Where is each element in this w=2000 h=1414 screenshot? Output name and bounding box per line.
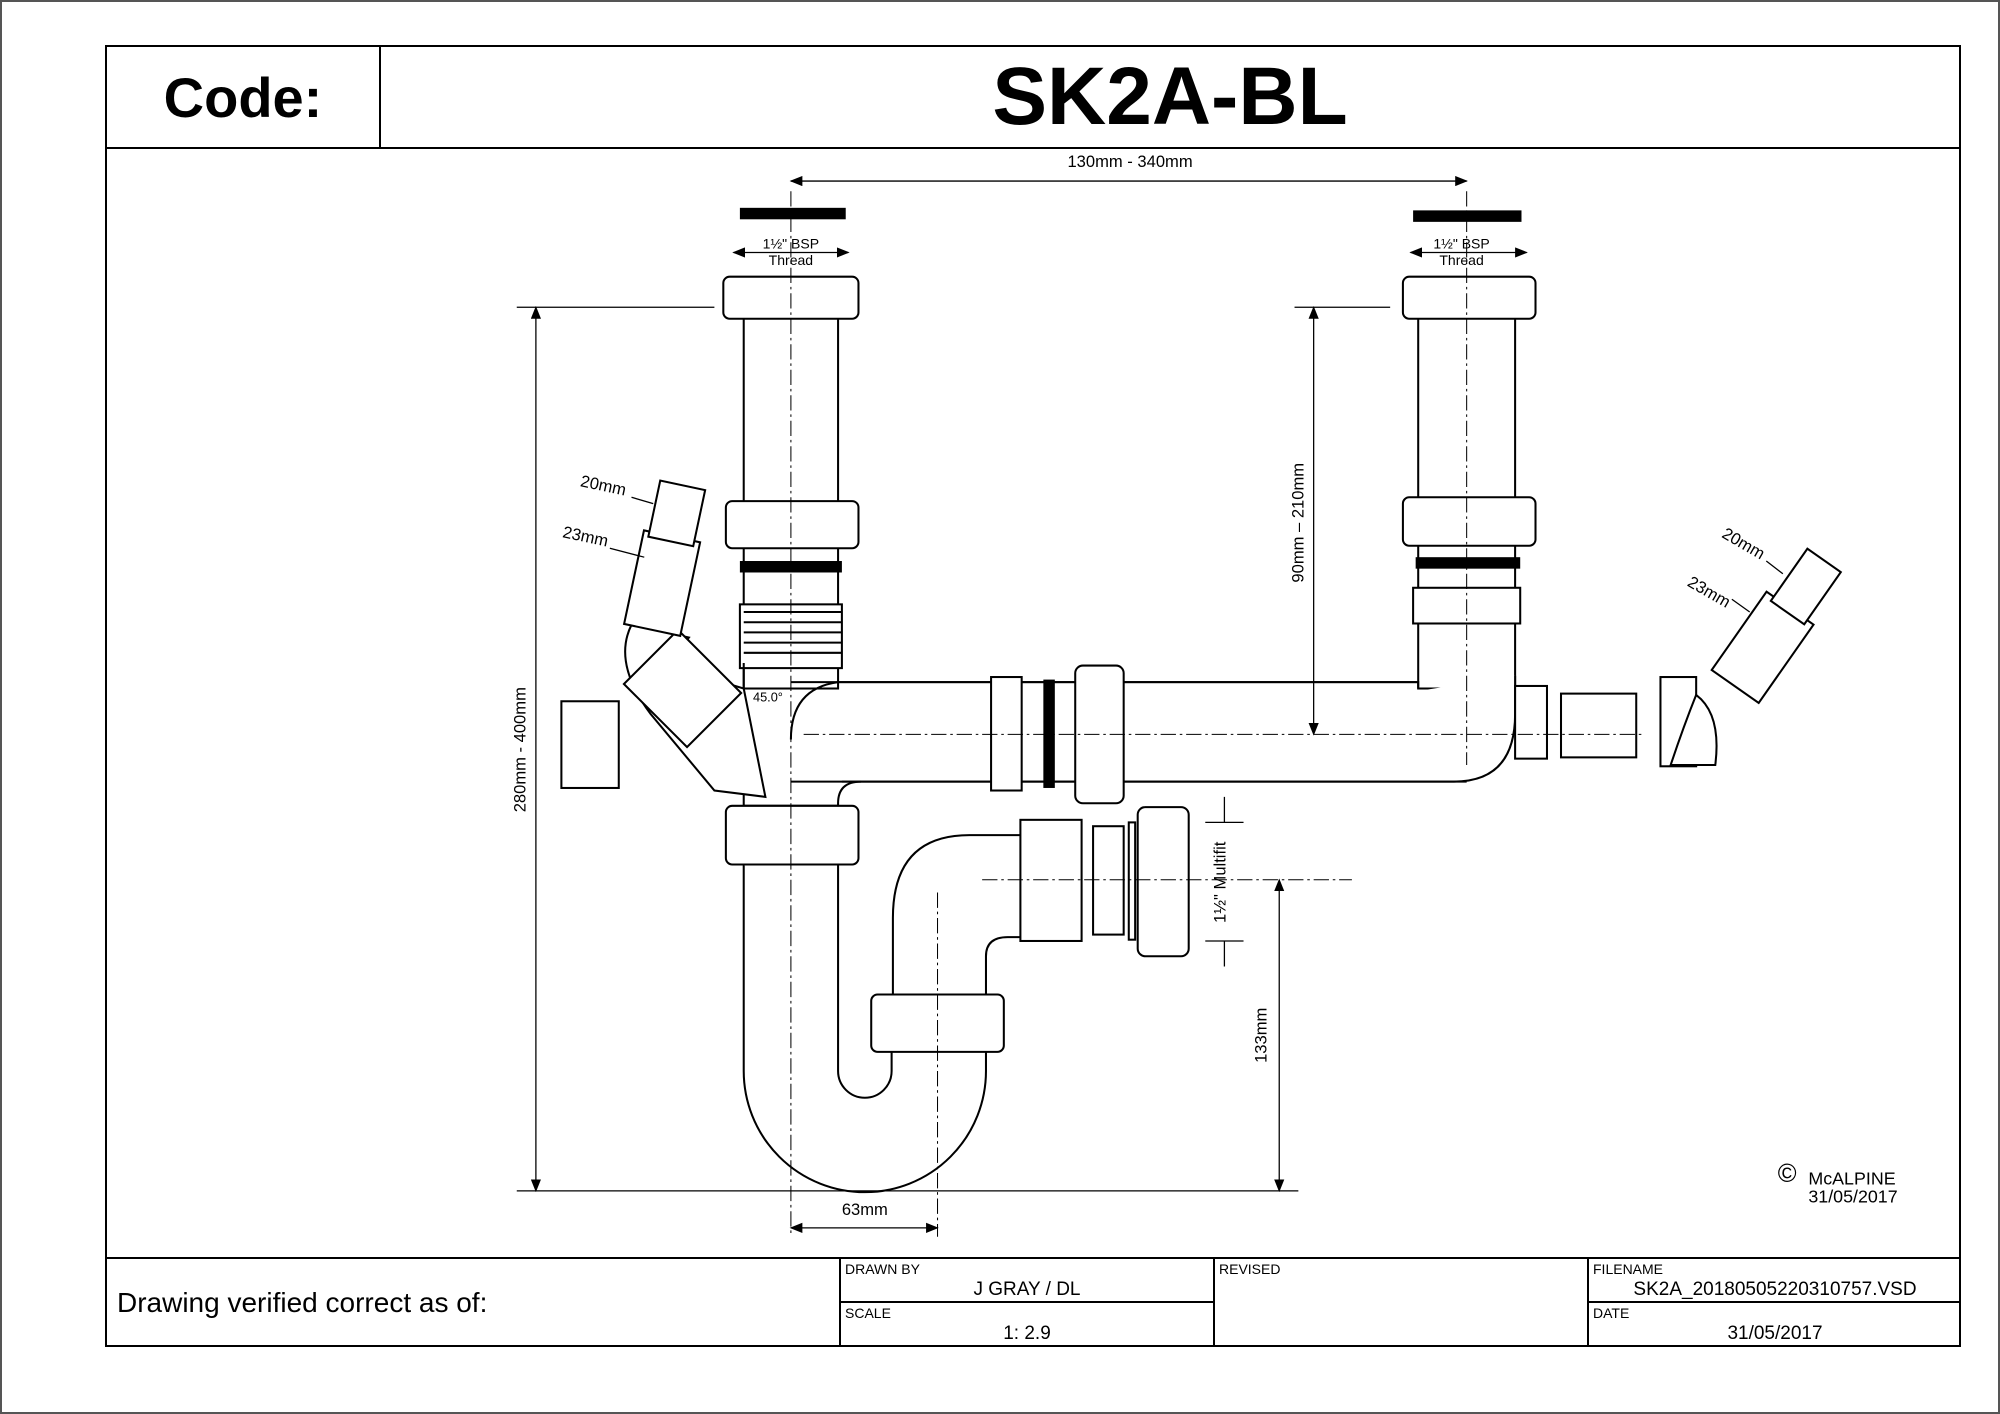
revised-label: REVISED bbox=[1219, 1261, 1281, 1277]
copyright-icon: © bbox=[1778, 1160, 1797, 1188]
blanking-cap bbox=[560, 700, 620, 789]
filename-cell: FILENAME SK2A_20180505220310757.VSD bbox=[1587, 1259, 1961, 1303]
bottle-trap-u-bend bbox=[742, 864, 987, 1194]
copyright-date: 31/05/2017 bbox=[1808, 1186, 1897, 1206]
outlet-nut bbox=[1136, 806, 1190, 958]
verified-label: Drawing verified correct as of: bbox=[117, 1287, 488, 1318]
right-inlet-pipe bbox=[1401, 275, 1537, 690]
filename-value: SK2A_20180505220310757.VSD bbox=[1633, 1279, 1917, 1300]
scale-label: SCALE bbox=[845, 1305, 891, 1321]
centre-lines bbox=[790, 191, 1646, 1237]
outlet-washer-thin bbox=[1127, 821, 1137, 941]
date-value: 31/05/2017 bbox=[1727, 1323, 1823, 1344]
lower-nut bbox=[724, 804, 860, 866]
outlet-thread bbox=[1019, 818, 1083, 942]
arm-thread bbox=[990, 676, 1023, 792]
copyright-company: McALPINE bbox=[1808, 1168, 1895, 1188]
outlet-washer bbox=[1092, 825, 1125, 936]
revised-cell: REVISED bbox=[1213, 1259, 1587, 1347]
code-label: Code: bbox=[107, 47, 381, 147]
overall-height-dimension: 280mm - 400mm bbox=[511, 687, 530, 812]
product-code: SK2A-BL bbox=[992, 51, 1348, 142]
drawing-frame: Code: SK2A-BL Drawing verified correct a… bbox=[105, 45, 1961, 1347]
outlet-elbow bbox=[891, 834, 1021, 995]
thread-label: 1½" BSP bbox=[763, 236, 819, 252]
trap-offset-dimension: 63mm bbox=[842, 1200, 888, 1219]
filename-label: FILENAME bbox=[1593, 1261, 1664, 1277]
date-cell: DATE 31/05/2017 bbox=[1587, 1303, 1961, 1347]
thread-label: Thread bbox=[769, 252, 813, 268]
right-outlet-cap bbox=[1559, 692, 1638, 759]
title-row: Code: SK2A-BL bbox=[107, 47, 1959, 149]
outlet-height-dimension: 133mm bbox=[1251, 1008, 1270, 1063]
scale-value: 1: 2.9 bbox=[1003, 1323, 1051, 1344]
drawn-by-label: DRAWN BY bbox=[845, 1261, 920, 1277]
thread-label: 1½" BSP bbox=[1433, 236, 1489, 252]
inlet-height-dimension: 90mm – 210mm bbox=[1288, 463, 1307, 583]
left-hose-spigot bbox=[622, 479, 767, 799]
black-washers bbox=[739, 207, 1522, 788]
drawn-by-cell: DRAWN BY J GRAY / DL bbox=[839, 1259, 1213, 1303]
right-outlet-thread bbox=[1514, 684, 1549, 760]
scale-cell: SCALE 1: 2.9 bbox=[839, 1303, 1213, 1347]
date-label: DATE bbox=[1593, 1305, 1630, 1321]
title-block: Drawing verified correct as of: DRAWN BY… bbox=[107, 1257, 1961, 1347]
drawn-by-value: J GRAY / DL bbox=[973, 1279, 1081, 1300]
thread-label: Thread bbox=[1439, 252, 1483, 268]
right-hose-spigot bbox=[1669, 547, 1843, 767]
dimension-lines bbox=[516, 175, 1784, 1233]
top-span-dimension: 130mm - 340mm bbox=[1067, 152, 1192, 171]
multifit-dimension: 1½" Multifit bbox=[1211, 841, 1230, 923]
angle-label: 45.0° bbox=[753, 689, 783, 704]
